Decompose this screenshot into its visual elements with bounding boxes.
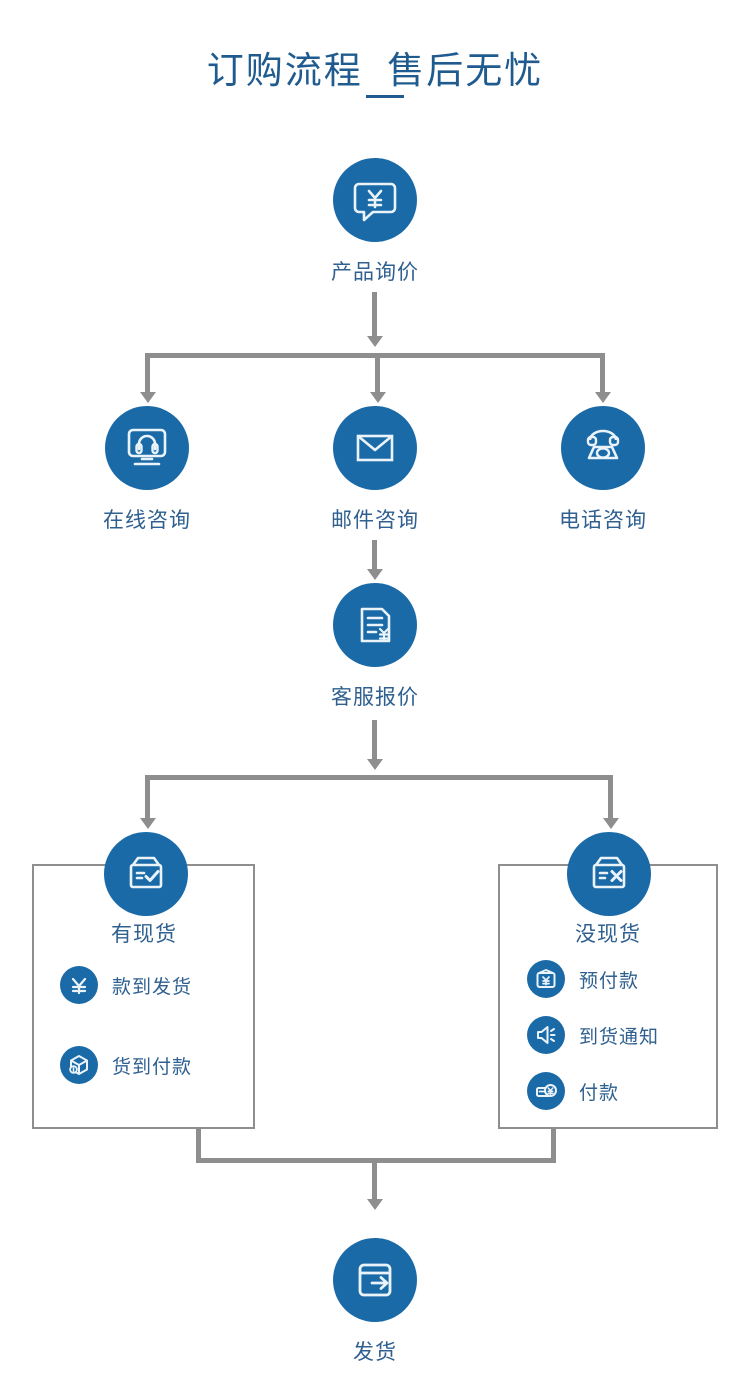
list-item-arrival-notice-label: 到货通知 [579, 1026, 660, 1048]
yen-icon [71, 977, 87, 995]
wallet-yen-icon [536, 969, 556, 988]
parcel-icon [69, 1055, 88, 1075]
connector-email-to-quote [372, 540, 377, 570]
node-online-consult[interactable]: 在线咨询 [47, 406, 247, 534]
box-check-icon [129, 856, 163, 889]
speaker-icon [537, 1026, 556, 1044]
list-item-prepayment[interactable]: 预付款 [527, 960, 639, 998]
telephone-icon [586, 429, 620, 460]
list-item-arrival-notice[interactable]: 到货通知 [527, 1016, 659, 1054]
connector-stock-left-down [145, 775, 150, 820]
envelope-icon [356, 434, 394, 462]
connector-channel-mid-arrowhead [370, 392, 386, 403]
group-in-stock-label: 有现货 [111, 923, 177, 946]
connector-left-box-down [196, 1129, 201, 1162]
node-shipment[interactable]: 发货 [275, 1238, 475, 1366]
monitor-headset-icon [127, 428, 167, 466]
card-yen-icon [536, 1084, 557, 1097]
node-phone-consult-circle [561, 406, 645, 490]
node-in-stock-circle[interactable] [104, 832, 188, 916]
connector-stock-left-arrowhead [140, 818, 156, 829]
page-title: 订购流程 售后无忧 [206, 50, 544, 91]
node-product-inquiry[interactable]: 产品询价 [275, 158, 475, 286]
connector-channel-left-arrowhead [140, 392, 156, 403]
node-shipment-label: 发货 [353, 1341, 397, 1364]
node-phone-consult[interactable]: 电话咨询 [503, 406, 703, 534]
connector-merge-down [372, 1158, 377, 1200]
connector-stock-right-down [608, 775, 613, 820]
node-shipment-circle [333, 1238, 417, 1322]
connector-channel-mid-down [375, 353, 380, 395]
sub-item-icon-wrap [60, 1046, 98, 1084]
connector-quote-down [372, 720, 377, 760]
sub-item-icon-wrap [527, 1016, 565, 1054]
node-email-consult-label: 邮件咨询 [331, 509, 419, 532]
document-yen-icon [360, 607, 391, 643]
list-item-pay-before-ship[interactable]: 款到发货 [60, 966, 192, 1004]
box-arrow-out-icon [358, 1263, 392, 1297]
list-item-payment-label: 付款 [579, 1082, 620, 1104]
node-online-consult-label: 在线咨询 [103, 509, 191, 532]
speech-bubble-yen-icon [353, 182, 397, 222]
connector-email-to-quote-arrowhead [367, 569, 383, 580]
node-online-consult-circle [105, 406, 189, 490]
node-service-quote[interactable]: 客服报价 [275, 583, 475, 711]
list-item-cash-on-delivery[interactable]: 货到付款 [60, 1046, 192, 1084]
connector-channel-left-down [145, 353, 150, 395]
node-phone-consult-label: 电话咨询 [559, 509, 647, 532]
node-email-consult[interactable]: 邮件咨询 [275, 406, 475, 534]
connector-step1-down [372, 292, 377, 336]
connector-channel-right-arrowhead [595, 392, 611, 403]
node-email-consult-circle [333, 406, 417, 490]
list-item-prepayment-label: 预付款 [579, 970, 640, 992]
node-product-inquiry-label: 产品询价 [331, 261, 419, 284]
list-item-cash-on-delivery-label: 货到付款 [112, 1056, 193, 1078]
connector-channel-right-down [600, 353, 605, 395]
connector-right-box-down [551, 1129, 556, 1162]
title-underline-rule [366, 95, 404, 98]
sub-item-icon-wrap [527, 1072, 565, 1110]
list-item-pay-before-ship-label: 款到发货 [112, 976, 193, 998]
connector-stock-bar [145, 775, 613, 780]
node-service-quote-circle [333, 583, 417, 667]
connector-merge-arrowhead [367, 1199, 383, 1210]
sub-item-icon-wrap [527, 960, 565, 998]
group-out-of-stock-label: 没现货 [575, 923, 641, 946]
sub-item-icon-wrap [60, 966, 98, 1004]
connector-quote-arrowhead [367, 759, 383, 770]
box-cross-icon [592, 856, 626, 889]
node-service-quote-label: 客服报价 [331, 686, 419, 709]
node-out-of-stock-circle[interactable] [567, 832, 651, 916]
connector-step1-arrowhead [367, 336, 383, 347]
node-product-inquiry-circle [333, 158, 417, 242]
list-item-payment[interactable]: 付款 [527, 1072, 619, 1110]
connector-stock-right-arrowhead [603, 818, 619, 829]
